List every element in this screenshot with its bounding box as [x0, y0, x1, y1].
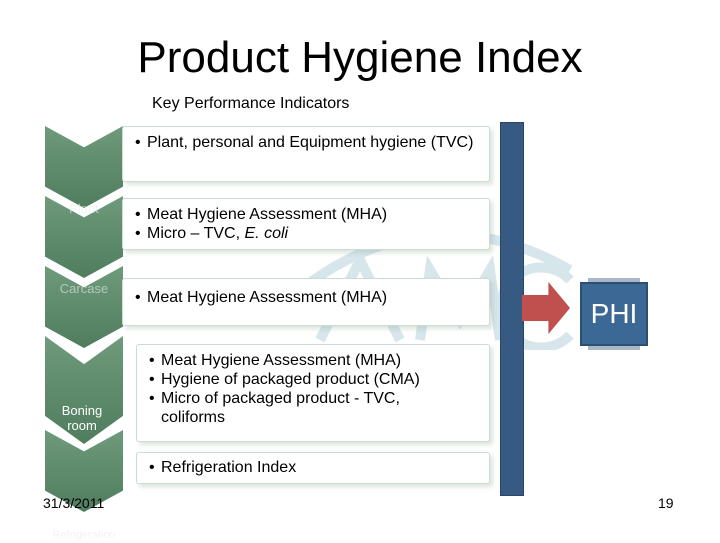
aggregation-bar — [500, 122, 524, 496]
kpi-box-boning-room: Meat Hygiene Assessment (MHA) Hygiene of… — [136, 344, 490, 442]
slide-number: 19 — [658, 495, 674, 511]
stage-label-boning-room: Boning room — [61, 403, 103, 433]
kpi-item: Meat Hygiene Assessment (MHA) — [149, 351, 443, 370]
kpi-item-italic: E. coli — [244, 225, 289, 242]
footer-date: 31/3/2011 — [43, 495, 105, 511]
kpi-box-carcase: Meat Hygiene Assessment (MHA) Micro – TV… — [122, 198, 490, 250]
kpi-box-plant: Plant, personal and Equipment hygiene (T… — [122, 126, 490, 182]
kpi-item: Meat Hygiene Assessment (MHA) — [135, 205, 479, 224]
stage-label-plant: Plant — [69, 201, 99, 216]
stage-chevron-3 — [45, 266, 123, 348]
kpi-item: Plant, personal and Equipment hygiene (T… — [135, 133, 479, 152]
stage-chevron-1 — [45, 126, 123, 208]
kpi-box-carcase-2: Meat Hygiene Assessment (MHA) — [122, 278, 490, 326]
kpi-item: Micro of packaged product - TVC, colifor… — [149, 389, 443, 427]
kpi-box-refrigeration: Refrigeration Index — [136, 452, 490, 484]
phi-result-box: PHI — [580, 278, 648, 350]
kpi-item: Hygiene of packaged product (CMA) — [149, 370, 443, 389]
slide-title: Product Hygiene Index — [137, 33, 583, 82]
stage-label-refrigeration: Refrigeration — [52, 529, 116, 541]
slide-subtitle: Key Performance Indicators — [152, 95, 350, 112]
kpi-item: Meat Hygiene Assessment (MHA) — [135, 288, 479, 307]
kpi-item: Refrigeration Index — [149, 458, 479, 477]
stage-label-carcase: Carcase — [59, 281, 109, 296]
kpi-item-text: Micro – TVC, — [147, 225, 245, 242]
kpi-item: Micro – TVC, E. coli — [135, 224, 479, 243]
